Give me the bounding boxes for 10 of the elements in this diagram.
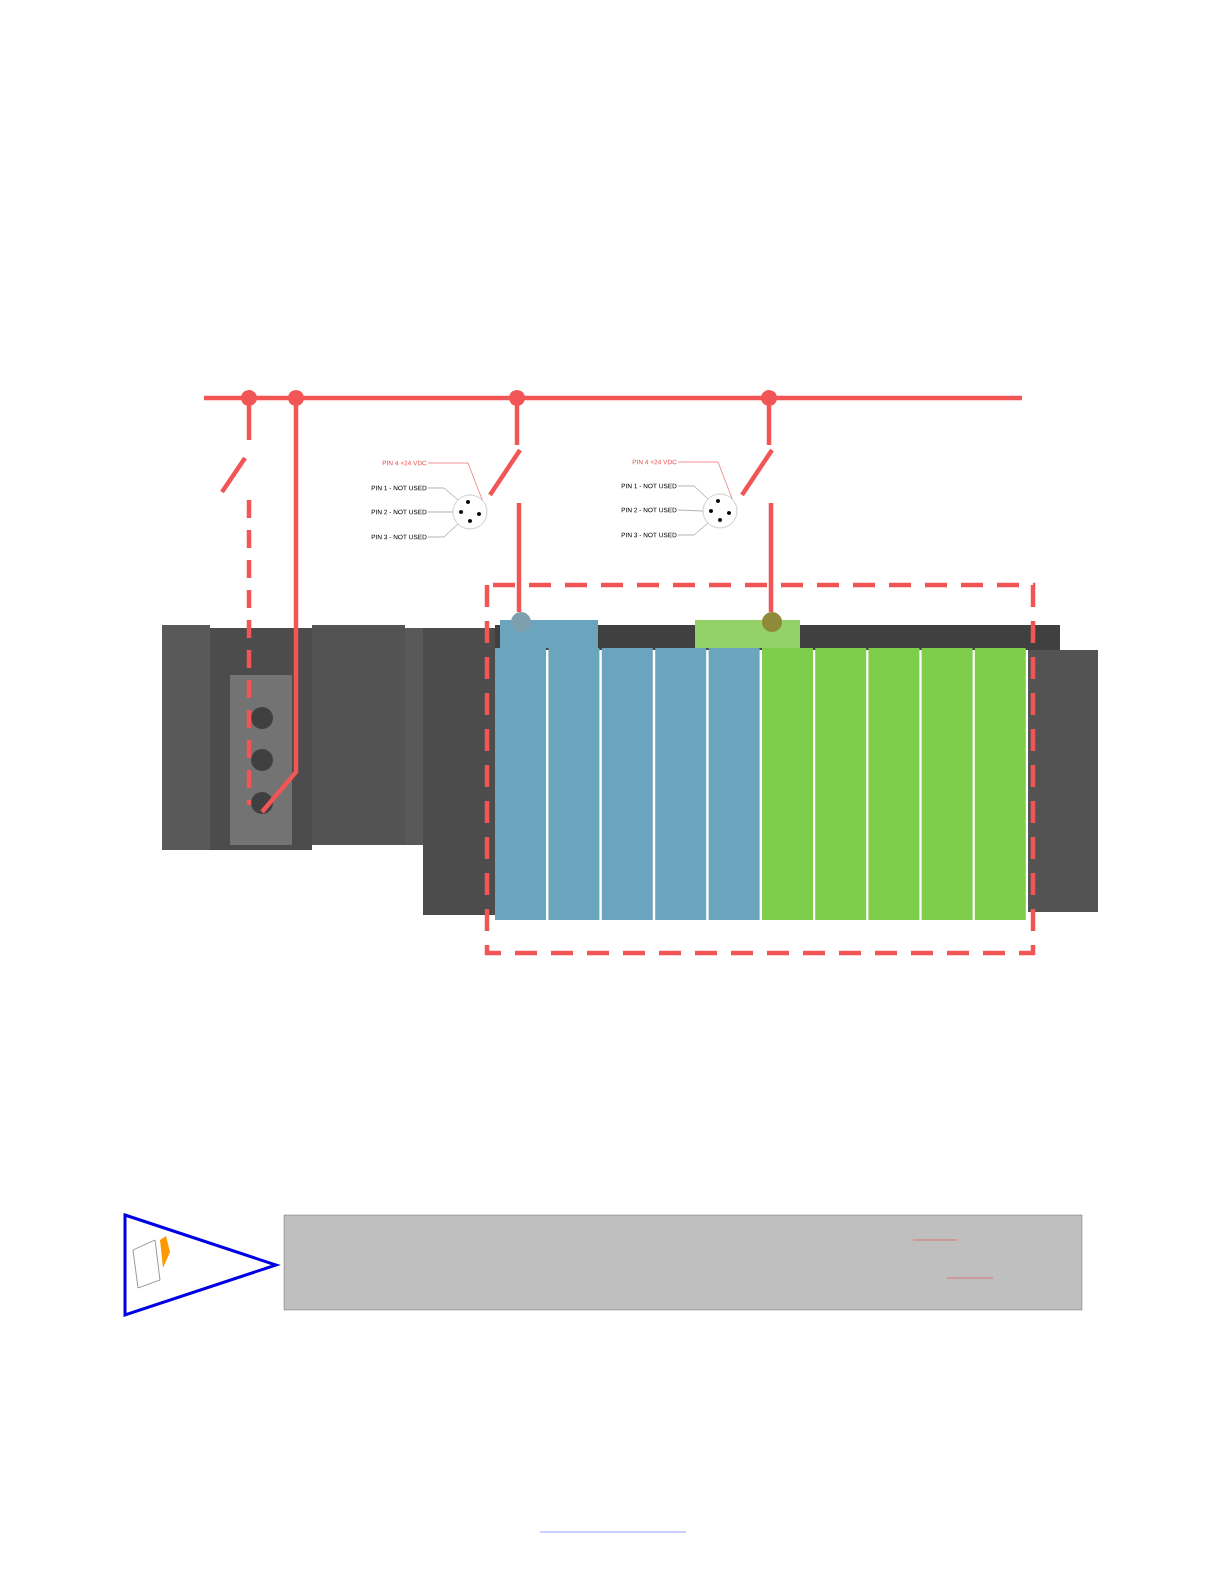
leader-line [427,523,459,538]
leader-line [677,522,709,536]
leader-line [427,487,459,501]
leader-line [427,462,483,501]
leader-line [677,485,709,500]
leader-line [427,511,454,513]
leader-line [677,509,704,512]
leader-line [677,461,733,500]
connector-pin-diagram [702,493,738,529]
connector-pin-diagram [452,494,488,530]
